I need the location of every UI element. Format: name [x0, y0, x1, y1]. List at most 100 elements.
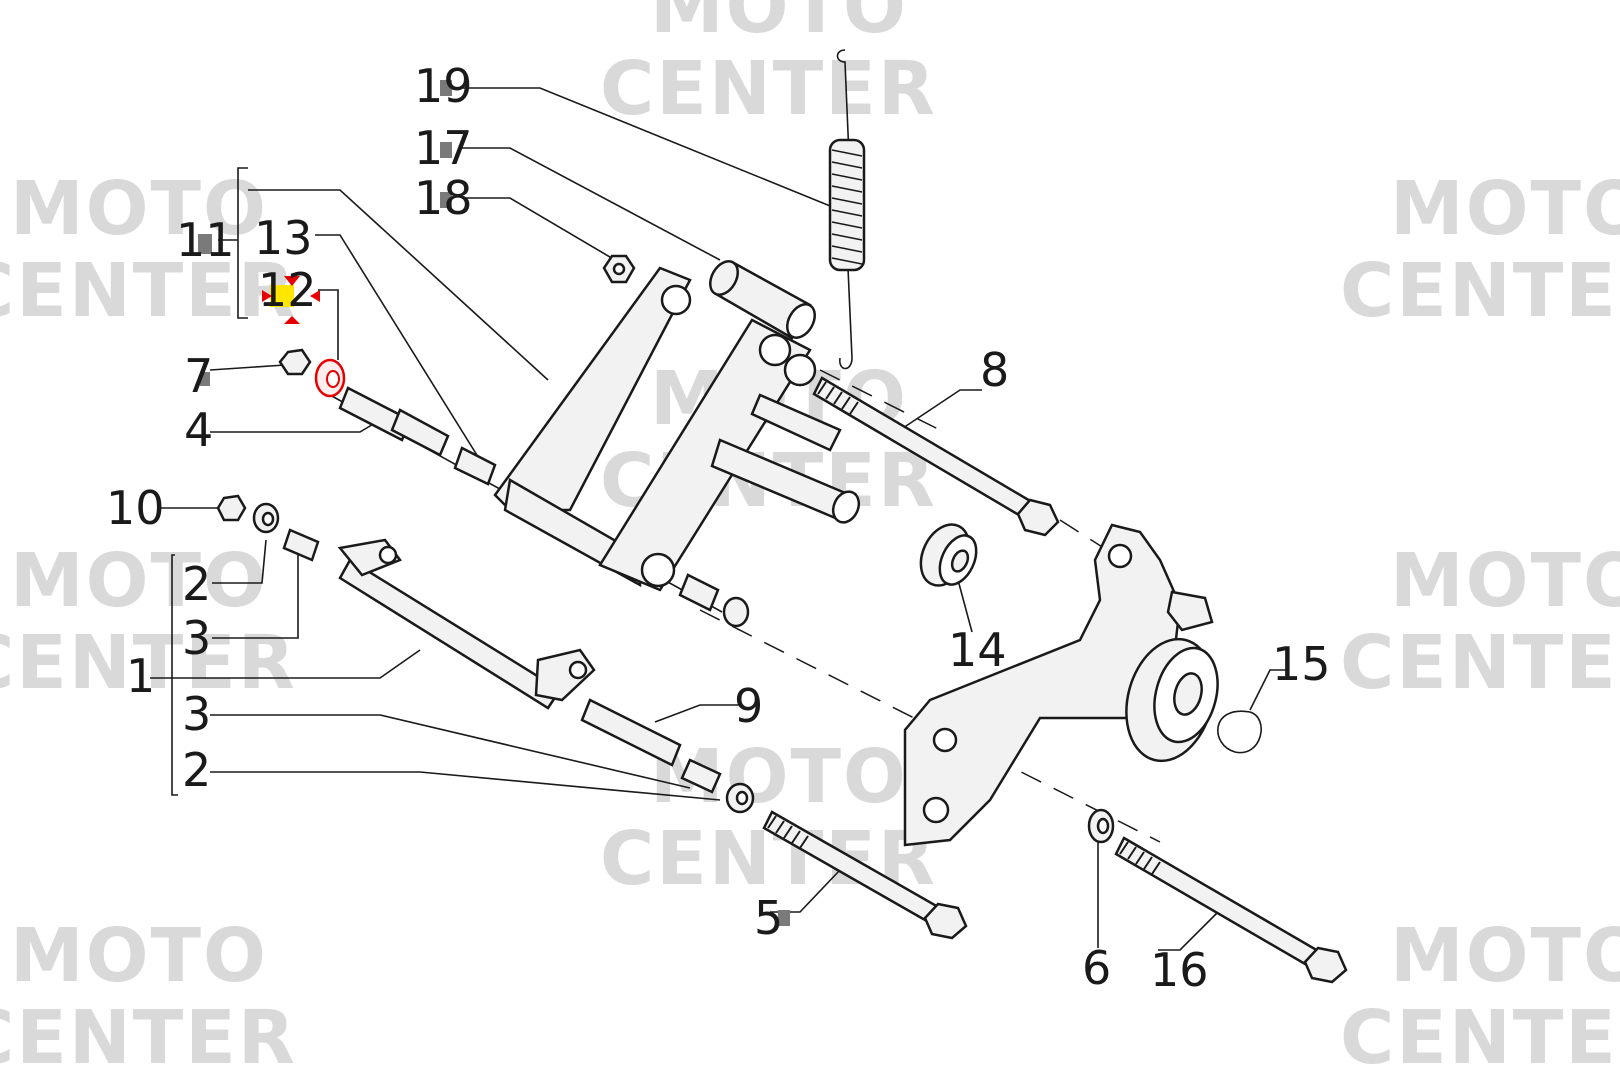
- coil-turn: [831, 173, 863, 181]
- leader-1: [172, 649, 421, 679]
- watermark: MOTO: [650, 0, 908, 48]
- coil-turn: [831, 197, 863, 205]
- label-3a[interactable]: 3: [182, 611, 211, 665]
- label-2a[interactable]: 2: [182, 557, 211, 611]
- leader-14: [957, 579, 973, 633]
- watermark-line1: MOTO: [10, 166, 268, 252]
- bracket-hole: [922, 796, 950, 824]
- link-hole: [660, 284, 692, 316]
- thread-mark: [1135, 851, 1145, 865]
- label-16[interactable]: 16: [1150, 943, 1209, 997]
- watermark: CENTER: [1340, 622, 1620, 704]
- bolt-thread: [767, 815, 809, 849]
- label-17[interactable]: 17: [414, 121, 473, 175]
- leader-2b: [210, 771, 721, 801]
- highlighted-part-12[interactable]: [314, 358, 346, 398]
- label-9[interactable]: 9: [734, 679, 763, 733]
- label-15[interactable]: 15: [1272, 637, 1331, 691]
- watermark: CENTER: [1340, 250, 1620, 332]
- watermark: CENTER: [600, 48, 937, 130]
- bearing-bore: [950, 549, 970, 573]
- tube-end: [709, 260, 739, 296]
- main-pin-shaft: [338, 558, 562, 710]
- sleeve-right: [678, 573, 720, 612]
- label-5[interactable]: 5: [754, 891, 783, 945]
- label-14[interactable]: 14: [948, 623, 1007, 677]
- label-11[interactable]: 11: [176, 213, 235, 267]
- link-plate-right: [598, 318, 812, 592]
- bolt-part-8: [812, 376, 1060, 537]
- link-hole: [640, 552, 676, 588]
- watermark: MOTO: [10, 915, 268, 997]
- link-shaft-end: [831, 490, 861, 524]
- roller-bracket: [903, 523, 1219, 847]
- label-tag: [440, 142, 452, 158]
- spring-coil-body: [828, 138, 866, 272]
- thread-mark: [775, 820, 785, 834]
- leader-3a: [212, 550, 299, 639]
- watermark-line1: MOTO: [1390, 913, 1620, 999]
- marker-arrow-right: [262, 290, 272, 302]
- highlight-badge: [270, 285, 294, 307]
- coil-turn: [831, 245, 863, 253]
- watermark: MOTO: [1390, 168, 1620, 250]
- washer-bore: [261, 511, 275, 527]
- link-hole: [783, 353, 817, 387]
- label-8[interactable]: 8: [980, 343, 1009, 397]
- link-shaft: [710, 438, 852, 522]
- bolt-head: [1016, 498, 1060, 537]
- bracket-group-1: [171, 554, 178, 796]
- label-7[interactable]: 7: [184, 349, 213, 403]
- main-pin-part-1: [337, 538, 596, 710]
- bolt-part-16: [1114, 836, 1348, 984]
- lower-sleeve-stack: [580, 573, 755, 814]
- leader-18: [462, 197, 616, 261]
- label-18[interactable]: 18: [414, 171, 473, 225]
- label-10[interactable]: 10: [106, 481, 165, 535]
- leader-lines: [150, 87, 1288, 951]
- nut-part-10: [216, 494, 247, 522]
- leader-11-line: [248, 189, 549, 381]
- marker-arrow-left: [310, 290, 320, 302]
- label-3b[interactable]: 3: [182, 687, 211, 741]
- bolt-head: [1303, 946, 1348, 984]
- washer-bore: [1096, 817, 1110, 835]
- marker-arrow-down: [284, 276, 300, 286]
- flange-hole: [378, 545, 398, 565]
- watermark-line2: CENTER: [1340, 248, 1620, 334]
- watermark: MOTO: [10, 168, 268, 250]
- label-2b[interactable]: 2: [182, 743, 211, 797]
- leader-19: [462, 87, 841, 211]
- bushing-part-3: [282, 528, 320, 562]
- watermark: CENTER: [0, 997, 297, 1079]
- watermark-line1: MOTO: [10, 538, 268, 624]
- label-6[interactable]: 6: [1082, 941, 1111, 995]
- bolt-thread: [1119, 841, 1161, 875]
- spring-coil-turns: [831, 149, 863, 265]
- label-13[interactable]: 13: [254, 211, 313, 265]
- watermark-line1: MOTO: [10, 913, 268, 999]
- label-1[interactable]: 1: [126, 649, 155, 703]
- roller-hub: [1173, 672, 1203, 716]
- label-tag: [778, 910, 790, 926]
- watermark: MOTO: [1390, 540, 1620, 622]
- label-19[interactable]: 19: [414, 59, 473, 113]
- thread-mark: [841, 396, 851, 410]
- watermark-line1: MOTO: [1390, 538, 1620, 624]
- label-4[interactable]: 4: [184, 403, 213, 457]
- leader-3b: [210, 714, 691, 789]
- marker-arrow-up: [284, 316, 300, 324]
- leader-9: [654, 704, 742, 723]
- leader-8: [899, 389, 982, 431]
- label-12[interactable]: 12: [258, 263, 317, 317]
- leader-7: [209, 364, 286, 371]
- sleeve-part-9: [580, 698, 682, 767]
- link-stud: [750, 393, 842, 452]
- link-arm-assembly: [493, 266, 861, 592]
- nut-part-7: [278, 348, 312, 376]
- part-labels: 19 17 18 11 13 12 7 4 10 2 3 1: [106, 59, 1331, 997]
- thread-mark: [767, 815, 777, 829]
- watermark-line2: CENTER: [0, 995, 297, 1081]
- axis-line: [819, 369, 941, 431]
